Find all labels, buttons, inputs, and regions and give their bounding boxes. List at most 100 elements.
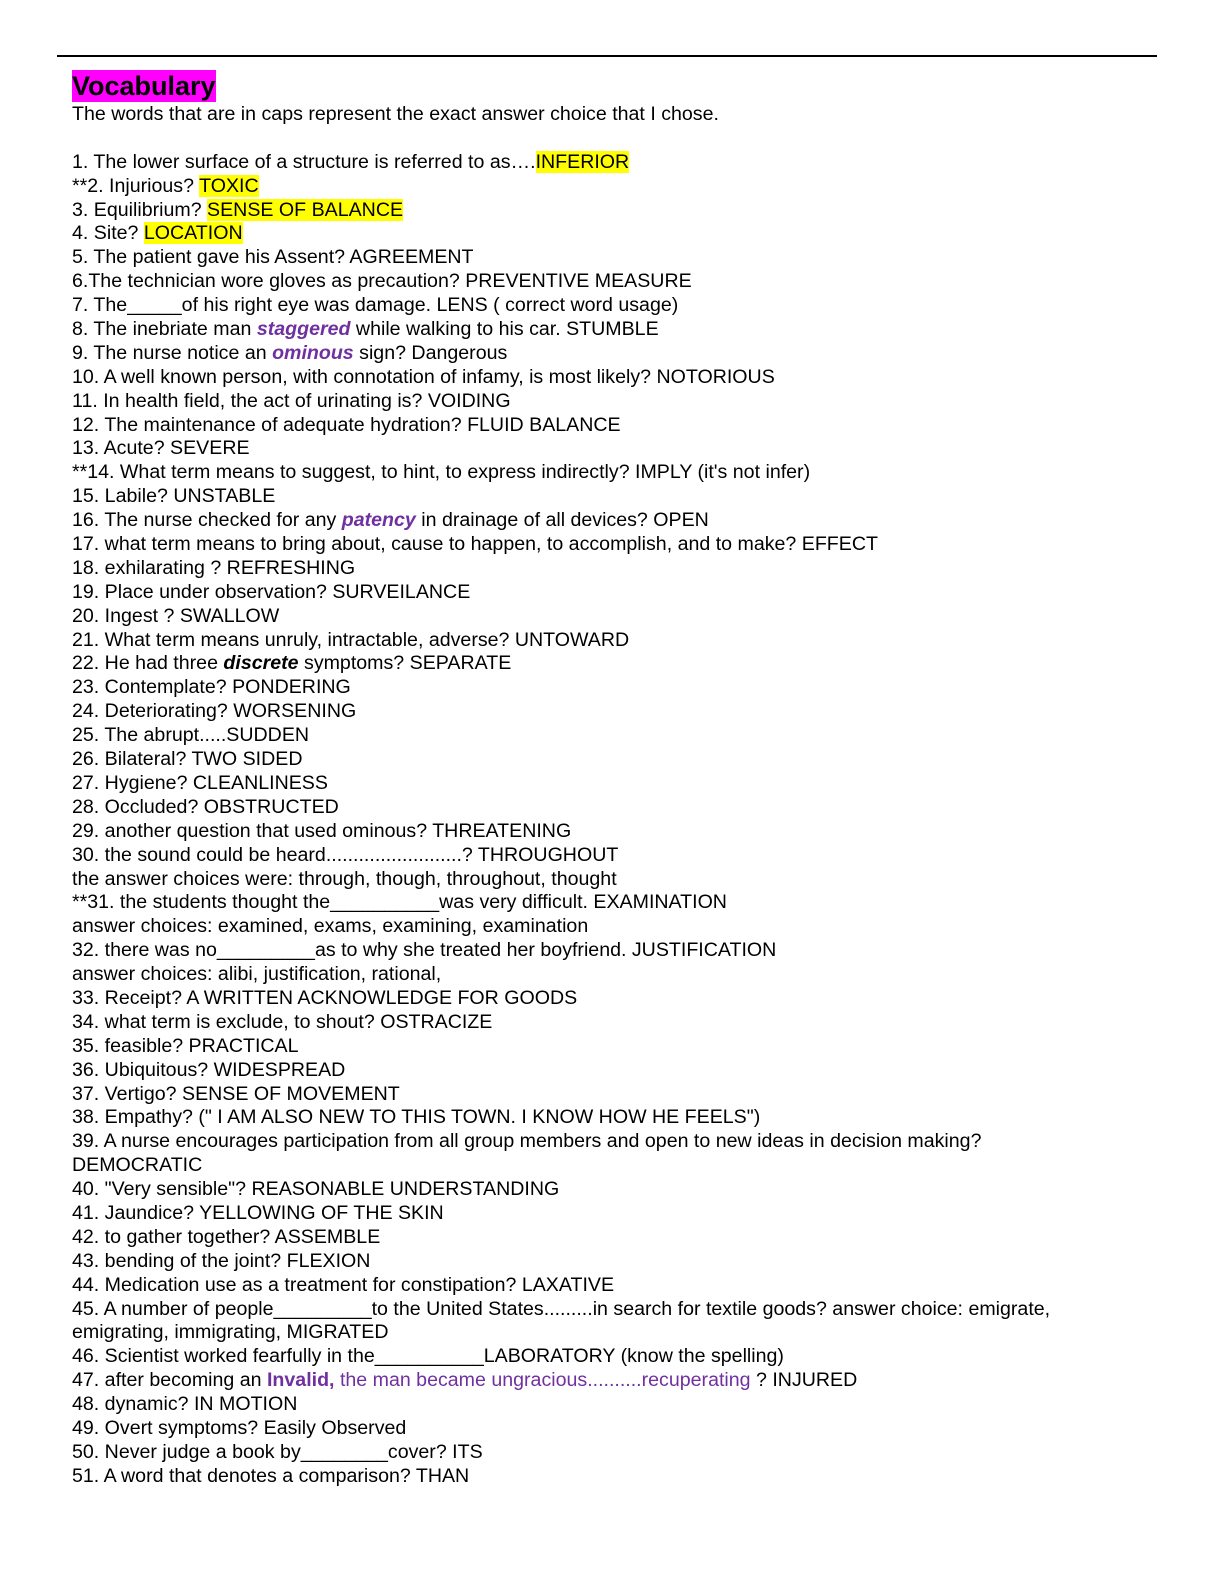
list-item: 18. exhilarating ? REFRESHING	[72, 557, 1172, 581]
line-text: 36. Ubiquitous? WIDESPREAD	[72, 1058, 346, 1081]
list-item: 23. Contemplate? PONDERING	[72, 676, 1172, 700]
list-item: 25. The abrupt.....SUDDEN	[72, 724, 1172, 748]
line-text: symptoms? SEPARATE	[298, 652, 512, 675]
line-text: 27. Hygiene? CLEANLINESS	[72, 771, 328, 794]
list-item: 6.The technician wore gloves as precauti…	[72, 270, 1172, 294]
list-item: 41. Jaundice? YELLOWING OF THE SKIN	[72, 1202, 1172, 1226]
list-item: 4. Site? LOCATION	[72, 222, 1172, 246]
line-text: 38. Empathy? (" I AM ALSO NEW TO THIS TO…	[72, 1106, 761, 1129]
line-text: 50. Never judge a book by________cover? …	[72, 1440, 483, 1463]
line-text: 37. Vertigo? SENSE OF MOVEMENT	[72, 1082, 400, 1105]
line-text: 16. The nurse checked for any	[72, 509, 342, 532]
list-item: 35. feasible? PRACTICAL	[72, 1035, 1172, 1059]
list-item: 24. Deteriorating? WORSENING	[72, 700, 1172, 724]
line-text: 46. Scientist worked fearfully in the___…	[72, 1345, 784, 1368]
line-text: 19. Place under observation? SURVEILANCE	[72, 580, 471, 603]
line-text: 30. the sound could be heard............…	[72, 843, 619, 866]
line-text: 39. A nurse encourages participation fro…	[72, 1130, 982, 1153]
list-item: 50. Never judge a book by________cover? …	[72, 1441, 1172, 1465]
highlighted-answer: LOCATION	[143, 222, 243, 245]
list-item: 22. He had three discrete symptoms? SEPA…	[72, 652, 1172, 676]
list-item: 9. The nurse notice an ominous sign? Dan…	[72, 342, 1172, 366]
line-text: 9. The nurse notice an	[72, 341, 273, 364]
list-item: 33. Receipt? A WRITTEN ACKNOWLEDGE FOR G…	[72, 987, 1172, 1011]
page-title: Vocabulary	[72, 70, 216, 102]
line-text: while walking to his car. STUMBLE	[350, 318, 659, 341]
list-item: 30. the sound could be heard............…	[72, 844, 1172, 868]
list-item: 1. The lower surface of a structure is r…	[72, 150, 1172, 175]
list-item: emigrating, immigrating, MIGRATED	[72, 1321, 1172, 1345]
line-text: 35. feasible? PRACTICAL	[72, 1034, 299, 1057]
list-item: 17. what term means to bring about, caus…	[72, 533, 1172, 557]
line-text: answer choices: examined, exams, examini…	[72, 915, 589, 938]
line-text: 1. The lower surface of a structure is r…	[72, 150, 536, 173]
list-item: 32. there was no_________as to why she t…	[72, 939, 1172, 963]
highlighted-answer: SENSE OF BALANCE	[207, 198, 404, 221]
line-text: 15. Labile? UNSTABLE	[72, 485, 276, 508]
list-item: 42. to gather together? ASSEMBLE	[72, 1226, 1172, 1250]
emphasized-word: patency	[341, 509, 416, 532]
line-text: sign? Dangerous	[353, 341, 508, 364]
line-text: 17. what term means to bring about, caus…	[72, 533, 878, 556]
list-item: **31. the students thought the__________…	[72, 891, 1172, 915]
line-text: 8. The inebriate man	[72, 318, 257, 341]
line-text: 3. Equilibrium?	[72, 198, 208, 221]
list-item: the answer choices were: through, though…	[72, 868, 1172, 892]
list-item: 16. The nurse checked for any patency in…	[72, 509, 1172, 533]
line-text: 18. exhilarating ? REFRESHING	[72, 556, 356, 579]
list-item: **14. What term means to suggest, to hin…	[72, 461, 1172, 485]
vocabulary-list: 1. The lower surface of a structure is r…	[72, 150, 1172, 1489]
emphasized-word: staggered	[256, 318, 351, 341]
list-item: 40. "Very sensible"? REASONABLE UNDERSTA…	[72, 1178, 1172, 1202]
list-item: 45. A number of people_________to the Un…	[72, 1298, 1172, 1322]
line-text: 11. In health field, the act of urinatin…	[72, 389, 511, 412]
list-item: 38. Empathy? (" I AM ALSO NEW TO THIS TO…	[72, 1106, 1172, 1130]
list-item: 39. A nurse encourages participation fro…	[72, 1130, 1172, 1154]
line-text: 24. Deteriorating? WORSENING	[72, 700, 357, 723]
list-item: 26. Bilateral? TWO SIDED	[72, 748, 1172, 772]
line-text: the answer choices were: through, though…	[72, 867, 617, 890]
list-item: 20. Ingest ? SWALLOW	[72, 605, 1172, 629]
line-text: 42. to gather together? ASSEMBLE	[72, 1225, 381, 1248]
line-text: 23. Contemplate? PONDERING	[72, 676, 351, 699]
list-item: 34. what term is exclude, to shout? OSTR…	[72, 1011, 1172, 1035]
line-text: 51. A word that denotes a comparison? TH…	[72, 1464, 470, 1487]
line-text: in drainage of all devices? OPEN	[415, 509, 709, 532]
list-item: 8. The inebriate man staggered while wal…	[72, 318, 1172, 342]
list-item: 44. Medication use as a treatment for co…	[72, 1274, 1172, 1298]
list-item: 3. Equilibrium? SENSE OF BALANCE	[72, 198, 1172, 223]
list-item: 12. The maintenance of adequate hydratio…	[72, 414, 1172, 438]
line-text: **2. Injurious?	[72, 174, 200, 197]
line-text: 5. The patient gave his Assent? AGREEMEN…	[72, 246, 474, 269]
list-item: 36. Ubiquitous? WIDESPREAD	[72, 1059, 1172, 1083]
line-text: 10. A well known person, with connotatio…	[72, 365, 775, 388]
line-text: **14. What term means to suggest, to hin…	[72, 461, 811, 484]
list-item: 19. Place under observation? SURVEILANCE	[72, 581, 1172, 605]
line-text: 49. Overt symptoms? Easily Observed	[72, 1416, 407, 1439]
emphasized-word: Invalid,	[266, 1369, 335, 1392]
line-text: 45. A number of people_________to the Un…	[72, 1297, 1051, 1320]
top-rule	[57, 55, 1157, 57]
line-text: 40. "Very sensible"? REASONABLE UNDERSTA…	[72, 1178, 560, 1201]
list-item: 11. In health field, the act of urinatin…	[72, 390, 1172, 414]
list-item: answer choices: alibi, justification, ra…	[72, 963, 1172, 987]
list-item: 46. Scientist worked fearfully in the___…	[72, 1345, 1172, 1369]
list-item: 7. The_____of his right eye was damage. …	[72, 294, 1172, 318]
line-text: 47. after becoming an	[72, 1369, 267, 1392]
line-text: answer choices: alibi, justification, ra…	[72, 963, 442, 986]
list-item: 29. another question that used ominous? …	[72, 820, 1172, 844]
list-item: 10. A well known person, with connotatio…	[72, 366, 1172, 390]
spacer	[72, 127, 1172, 151]
line-text: 43. bending of the joint? FLEXION	[72, 1249, 371, 1272]
line-text: 44. Medication use as a treatment for co…	[72, 1273, 615, 1296]
line-text: 21. What term means unruly, intractable,…	[72, 628, 630, 651]
line-text: 7. The_____of his right eye was damage. …	[72, 294, 679, 317]
list-item: 15. Labile? UNSTABLE	[72, 485, 1172, 509]
list-item: 27. Hygiene? CLEANLINESS	[72, 772, 1172, 796]
line-text: 13. Acute? SEVERE	[72, 437, 250, 460]
emphasized-word: the man became ungracious..........recup…	[334, 1369, 751, 1392]
line-text: 22. He had three	[72, 652, 224, 675]
line-text: 32. there was no_________as to why she t…	[72, 939, 777, 962]
line-text: 25. The abrupt.....SUDDEN	[72, 724, 310, 747]
line-text: 20. Ingest ? SWALLOW	[72, 604, 280, 627]
